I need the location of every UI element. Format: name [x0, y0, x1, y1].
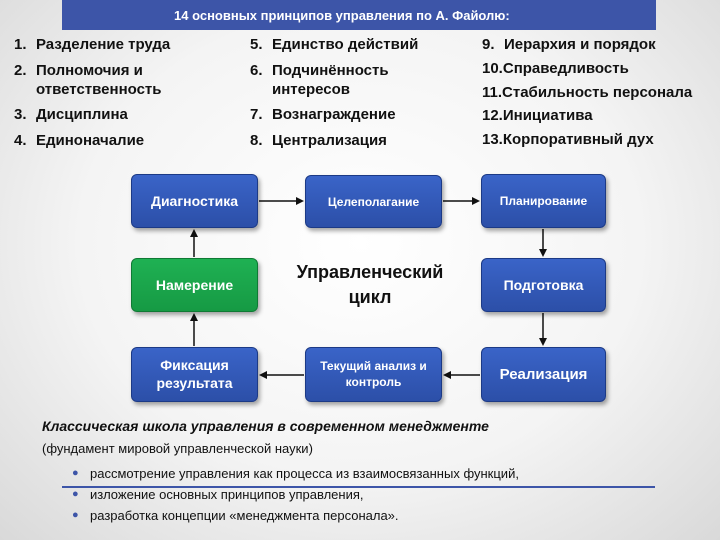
cycle-box-realization: Реализация	[481, 347, 606, 402]
principles-column-3: 9. Иерархия и порядок 10.Справедливость 1…	[482, 36, 692, 155]
principle-item: 6. Подчинённость интересов	[250, 62, 420, 100]
principle-item: 13.Корпоративный дух	[482, 131, 692, 150]
bullet-dot-icon: ●	[72, 509, 79, 521]
principle-number: 12.	[482, 107, 503, 125]
principle-item: 3. Дисциплина	[14, 106, 194, 125]
principle-number: 8.	[250, 132, 263, 149]
box-label: Целеполагание	[327, 194, 420, 209]
cycle-box-goal-setting: Целеполагание	[305, 175, 442, 228]
bullet-dot-icon: ●	[72, 467, 79, 479]
principle-number: 11.	[482, 83, 503, 101]
principle-number: 3.	[14, 106, 27, 124]
box-label: Фиксация результата	[156, 357, 233, 391]
principle-number: 4.	[14, 132, 27, 149]
principle-number: 1.	[14, 36, 27, 53]
cycle-center-label: Управленческий цикл	[296, 262, 444, 308]
bullet-item: ● разработка концепции «менеджмента персо…	[72, 505, 519, 526]
principle-text: Централизация	[272, 132, 387, 149]
principle-text: Иерархия и порядок	[504, 36, 656, 53]
box-label: Планирование	[499, 194, 588, 208]
bullet-item: ● рассмотрение управления как процесса из…	[72, 463, 519, 484]
cycle-box-fixation: Фиксация результата	[131, 347, 258, 402]
principle-text: Вознаграждение	[272, 106, 396, 124]
box-label: Диагностика	[150, 193, 239, 209]
cycle-box-diagnostics: Диагностика	[131, 174, 258, 228]
classic-school-subtitle: (фундамент мировой управленческой науки)	[42, 441, 313, 456]
box-label: Реализация	[499, 366, 588, 383]
principle-number: 7.	[250, 106, 263, 124]
principle-text: Справедливость	[502, 59, 629, 77]
bullet-item: ● изложение основных принципов управления…	[72, 484, 519, 505]
divider-line	[62, 486, 655, 488]
principle-text: Подчинённость интересов	[272, 61, 389, 98]
bullet-text: разработка концепции «менеджмента персон…	[90, 508, 399, 523]
principle-number: 13.	[482, 131, 503, 148]
principle-text: Дисциплина	[36, 106, 128, 124]
box-label: Подготовка	[503, 277, 584, 293]
principle-text: Инициатива	[502, 107, 593, 125]
principle-number: 5.	[250, 36, 263, 53]
bullet-text: изложение основных принципов управления,	[90, 487, 364, 502]
principle-text: Разделение труда	[36, 36, 171, 53]
principle-item: 8. Централизация	[250, 132, 420, 151]
principle-item: 2. Полномочия и ответственность	[14, 62, 194, 100]
principle-number: 2.	[14, 61, 27, 79]
principle-text: Стабильность персонала	[502, 83, 693, 101]
principle-item: 5. Единство действий	[250, 36, 420, 55]
principle-number: 6.	[250, 61, 263, 79]
principle-item: 12.Инициатива	[482, 107, 692, 126]
classic-school-title: Классическая школа управления в современ…	[42, 418, 489, 434]
cycle-box-preparation: Подготовка	[481, 258, 606, 312]
box-label: Текущий анализ и контроль	[320, 358, 427, 389]
principles-column-2: 5. Единство действий 6. Подчинённость инте…	[250, 36, 420, 158]
cycle-box-planning: Планирование	[481, 174, 606, 228]
box-label: Намерение	[155, 277, 234, 293]
bullet-dot-icon: ●	[72, 488, 79, 500]
principle-text: Единство действий	[272, 36, 419, 53]
principle-number: 10.	[482, 59, 503, 77]
cycle-box-intention: Намерение	[131, 258, 258, 312]
principle-item: 9. Иерархия и порядок	[482, 36, 692, 55]
principle-text: Полномочия и ответственность	[36, 61, 162, 98]
principle-item: 10.Справедливость	[482, 60, 692, 79]
principle-item: 11.Стабильность персонала	[482, 84, 692, 103]
principle-text: Корпоративный дух	[502, 131, 654, 148]
principle-text: Единоначалие	[36, 132, 145, 149]
title-bar: 14 основных принципов управления по А. Ф…	[62, 0, 656, 30]
principle-item: 4. Единоначалие	[14, 132, 194, 151]
principle-item: 7. Вознаграждение	[250, 106, 420, 125]
principles-column-1: 1. Разделение труда 2. Полномочия и ответс…	[14, 36, 194, 158]
principle-number: 9.	[482, 36, 495, 53]
bullet-text: рассмотрение управления как процесса из …	[90, 466, 519, 481]
principle-item: 1. Разделение труда	[14, 36, 194, 55]
page-title: 14 основных принципов управления по А. Ф…	[174, 7, 510, 23]
cycle-box-current-analysis: Текущий анализ и контроль	[305, 347, 442, 402]
classic-bullets: ● рассмотрение управления как процесса из…	[72, 463, 519, 526]
